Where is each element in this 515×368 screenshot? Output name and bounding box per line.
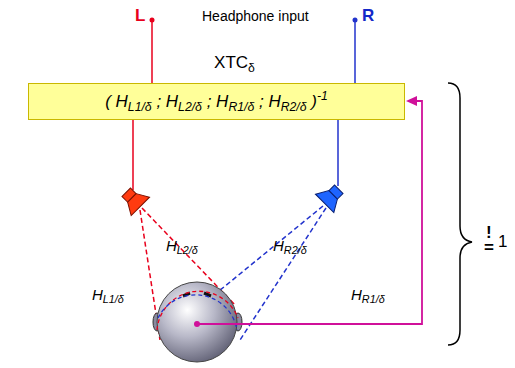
- feedback-arrowhead: [406, 96, 417, 106]
- left-speaker: [117, 183, 150, 216]
- transfer-label: HL1/δ: [92, 286, 124, 303]
- process-box: XTCδ( HL1/δ ; HL2/δ ; HR1/δ ; HR2/δ )-1: [28, 83, 405, 120]
- transfer-label: HR1/δ: [351, 286, 385, 303]
- condition-mark: =: [484, 238, 494, 258]
- right-speaker: [315, 180, 348, 213]
- box-heading: XTCδ: [29, 53, 404, 73]
- transfer-label: HL2/δ: [166, 237, 198, 254]
- box-formula: ( HL1/δ ; HL2/δ ; HR1/δ ; HR2/δ )-1: [95, 92, 338, 112]
- left-input-dot: [150, 18, 155, 23]
- target-value: 1: [498, 232, 507, 252]
- listener-head: [153, 282, 242, 362]
- right-output-wire: [337, 120, 339, 186]
- feedback-line: [197, 101, 422, 324]
- left-input-wire: [151, 20, 153, 83]
- curly-brace: [448, 83, 472, 345]
- right-input-dot: [353, 18, 358, 23]
- left-output-wire: [132, 120, 134, 190]
- right-input-wire: [354, 20, 356, 83]
- path-r1: [240, 208, 326, 340]
- channel-label: L: [135, 6, 145, 26]
- transfer-label: HR2/δ: [273, 237, 307, 254]
- channel-label: R: [362, 6, 374, 26]
- input-label: Headphone input: [202, 8, 309, 24]
